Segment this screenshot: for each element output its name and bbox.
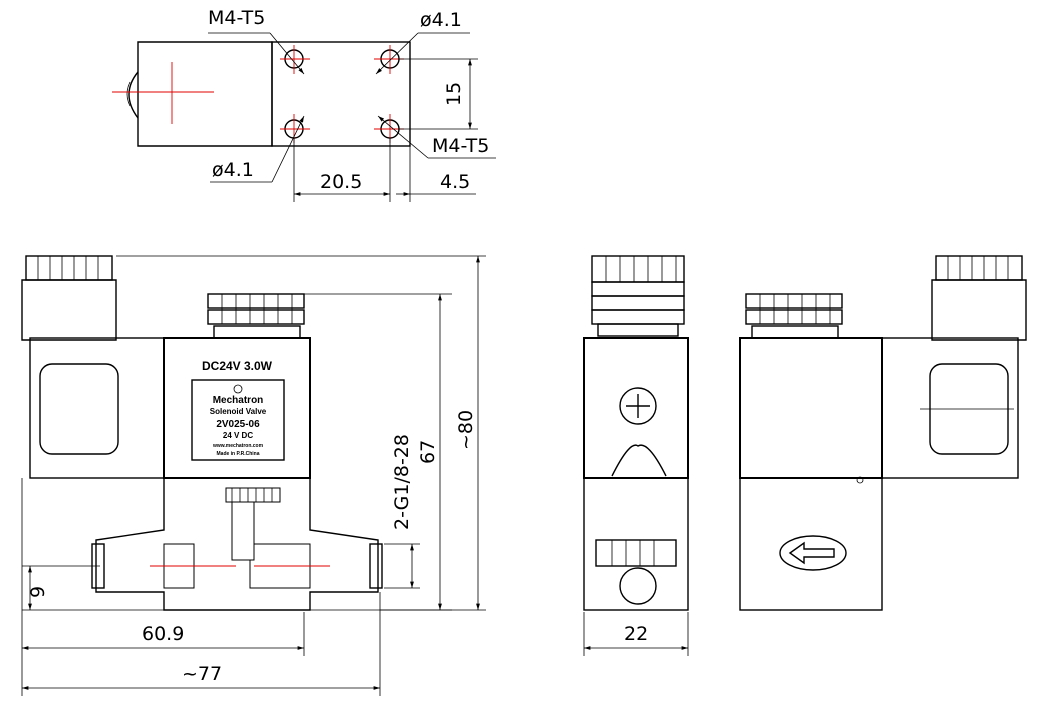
callout-thread-bottom: M4-T5: [432, 135, 489, 157]
side-view: 22: [583, 255, 689, 656]
dim-width-label: 22: [624, 623, 648, 645]
dim-80-label: ~80: [455, 410, 477, 450]
dim-height-label: 15: [443, 82, 465, 106]
nameplate-brand: Mechatron: [213, 395, 264, 406]
dim-spacing-label: 20.5: [320, 171, 362, 193]
nameplate-product: Solenoid Valve: [210, 407, 267, 416]
callout-thread-top: M4-T5: [208, 7, 265, 29]
callout-hole-bottom: ø4.1: [212, 159, 254, 181]
dim-60-9-label: 60.9: [142, 623, 184, 645]
callout-hole-top: ø4.1: [420, 9, 462, 31]
nameplate-website: www.mechatron.com: [212, 443, 264, 449]
nameplate-voltage: 24 V DC: [223, 431, 253, 440]
front-view: DC24V 3.0W Mechatron Solenoid Valve 2V02…: [21, 255, 486, 696]
rear-view: [739, 255, 1027, 611]
nameplate-model: 2V025-06: [216, 419, 260, 430]
dim-port-label: 2-G1/8-28: [391, 434, 413, 530]
dim-77-label: ~77: [182, 663, 222, 685]
coil-voltage-label: DC24V 3.0W: [202, 359, 273, 373]
dim-offset-label: 4.5: [440, 171, 470, 193]
dim-9-label: 9: [27, 586, 49, 598]
dim-67-label: 67: [417, 440, 439, 464]
top-view: M4-T5 ø4.1 ø4.1 M4-T5 15 20.5 4.5: [112, 7, 496, 202]
nameplate-origin: Made in P.R.China: [217, 451, 260, 457]
